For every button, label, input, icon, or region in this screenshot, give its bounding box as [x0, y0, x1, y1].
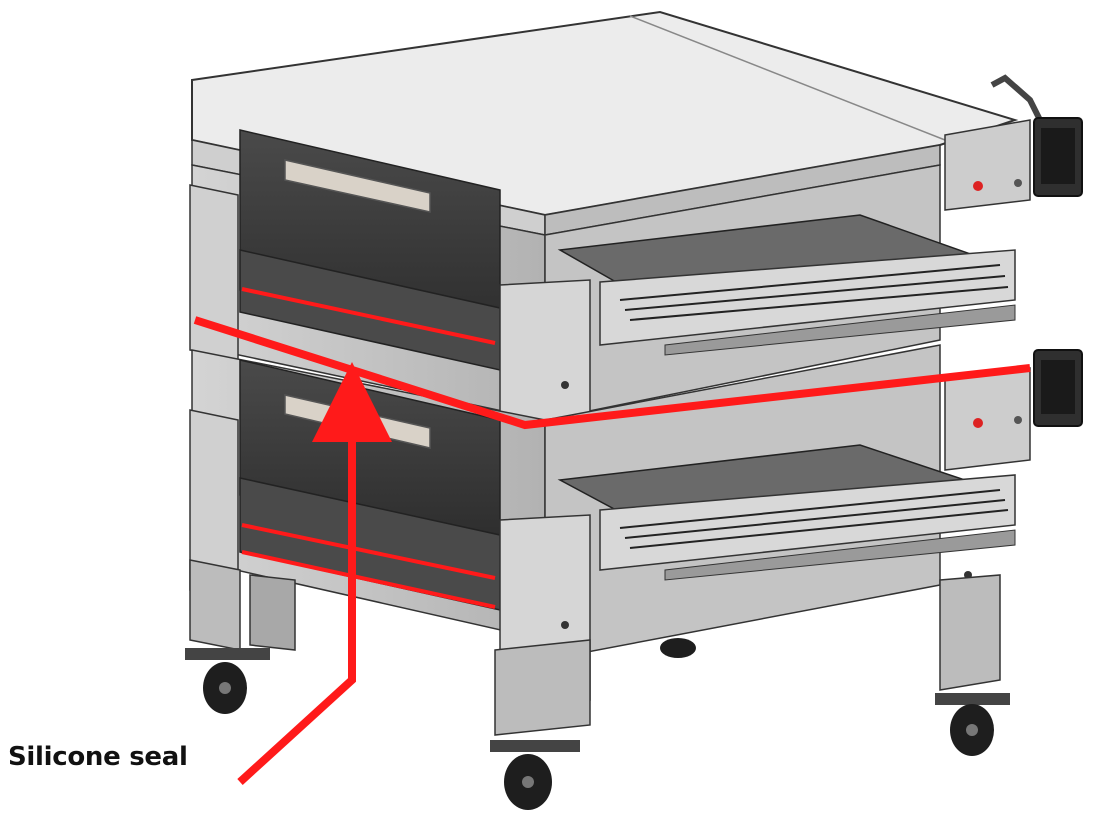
conveyor-belt-icon: [557, 444, 1016, 581]
caster-wheel-icon: [185, 648, 270, 714]
oven-legs: [189, 559, 1001, 736]
caster-wheel-icon: [660, 638, 696, 658]
conveyor-belt-icon: [557, 214, 1016, 356]
caster-wheel-icon: [935, 693, 1010, 756]
upper-oven-unit: [189, 119, 1031, 441]
callout-arrow: [237, 362, 392, 785]
lower-oven-unit: [189, 344, 1031, 701]
silicone-seal-line: [193, 316, 1031, 430]
control-panel-icon: [1033, 349, 1083, 427]
caster-wheel-icon: [490, 740, 580, 810]
control-panel-icon: [990, 74, 1083, 197]
silicone-seal-label: Silicone seal: [8, 742, 188, 772]
